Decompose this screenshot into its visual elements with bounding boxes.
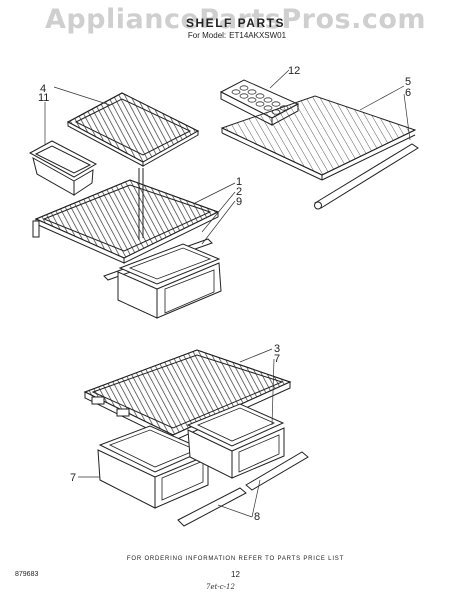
upper-wire-shelf xyxy=(220,95,417,181)
small-bin xyxy=(28,140,98,196)
handwritten-note: 7et-c-12 xyxy=(206,583,235,591)
callout-4: 4 xyxy=(40,83,46,95)
part-code: 879683 xyxy=(15,571,39,578)
callout-1: 1 xyxy=(236,176,242,188)
model-number: ET14AKXSW01 xyxy=(229,31,287,40)
callout-11: 11 xyxy=(38,92,49,104)
watermark: AppliancePartsPros.com xyxy=(44,4,427,35)
lower-crisper-right xyxy=(186,403,285,479)
callout-3: 3 xyxy=(274,343,280,355)
glass-shelf-upper xyxy=(66,92,200,167)
callout-5: 5 xyxy=(405,76,411,88)
crisper-trim-strips xyxy=(177,451,309,527)
model-label: For Model: xyxy=(187,31,227,40)
callout-8: 8 xyxy=(254,511,260,523)
callout-2: 2 xyxy=(236,186,242,198)
page-number: 12 xyxy=(231,570,240,579)
callout-6: 6 xyxy=(405,87,411,99)
callout-12: 12 xyxy=(288,65,300,77)
page-title: SHELF PARTS xyxy=(186,16,285,30)
glass-shelf-middle xyxy=(32,179,220,264)
callout-7-left: 7 xyxy=(70,472,76,484)
callout-numbers: 12 5 6 4 11 1 2 9 3 7 7 8 xyxy=(38,65,411,523)
ordering-footer: FOR ORDERING INFORMATION REFER TO PARTS … xyxy=(126,556,345,562)
callout-7-right: 7 xyxy=(274,353,280,365)
callout-leaders xyxy=(44,69,411,518)
lower-crisper-left xyxy=(97,425,209,509)
middle-crisper xyxy=(117,243,222,319)
upper-shelf-trim xyxy=(314,143,419,210)
callout-9: 9 xyxy=(236,196,242,208)
model-line: For Model:ET14AKXSW01 xyxy=(0,31,471,40)
